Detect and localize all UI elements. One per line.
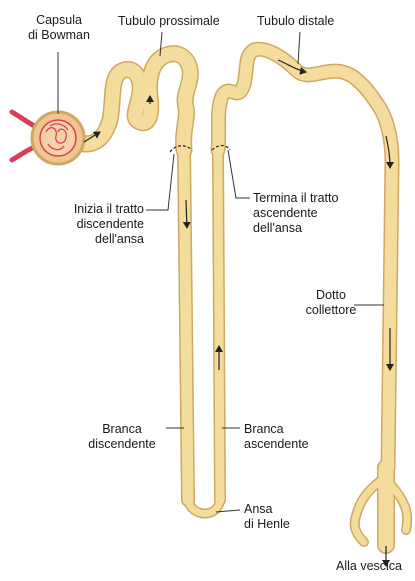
- label-ascending-limb: Branca ascendente: [244, 422, 309, 452]
- label-asc-limb-line2: ascendente: [244, 437, 309, 452]
- label-descending-limb: Branca discendente: [76, 422, 168, 452]
- label-bowman-line1: Capsula: [22, 13, 96, 28]
- leader-desc-start: [146, 154, 174, 210]
- label-asc-end-line3: dell'ansa: [253, 221, 338, 236]
- ascending-limb: [218, 150, 220, 500]
- label-desc-start-line3: dell'ansa: [40, 232, 144, 247]
- label-asc-end-line1: Termina il tratto: [253, 191, 338, 206]
- leader-asc-end: [228, 150, 250, 198]
- label-distal-tubule: Tubulo distale: [257, 14, 334, 29]
- label-ascending-end: Termina il tratto ascendente dell'ansa: [253, 191, 338, 236]
- label-henle-line2: di Henle: [244, 517, 290, 532]
- label-asc-end-line2: ascendente: [253, 206, 338, 221]
- label-desc-start-line1: Inizia il tratto: [40, 202, 144, 217]
- glomerulus: [40, 120, 76, 156]
- distal-tubule: [218, 49, 392, 162]
- label-to-bladder: Alla vescica: [336, 559, 402, 574]
- label-collecting-line2: collettore: [296, 303, 366, 318]
- collecting-duct: [388, 162, 392, 468]
- label-proximal-tubule: Tubulo prossimale: [118, 14, 220, 29]
- leader-distal: [298, 32, 300, 64]
- label-henle-line1: Ansa: [244, 502, 290, 517]
- label-descending-start: Inizia il tratto discendente dell'ansa: [40, 202, 144, 247]
- label-desc-limb-line1: Branca: [76, 422, 168, 437]
- label-bowman-line2: di Bowman: [22, 28, 96, 43]
- label-asc-limb-line1: Branca: [244, 422, 309, 437]
- label-desc-limb-line2: discendente: [76, 437, 168, 452]
- label-collecting-duct: Dotto collettore: [296, 288, 366, 318]
- label-henle-loop: Ansa di Henle: [244, 502, 290, 532]
- label-bowman-capsule: Capsula di Bowman: [22, 13, 96, 43]
- bowman-capsule: [12, 112, 84, 164]
- label-desc-start-line2: discendente: [40, 217, 144, 232]
- label-collecting-line1: Dotto: [296, 288, 366, 303]
